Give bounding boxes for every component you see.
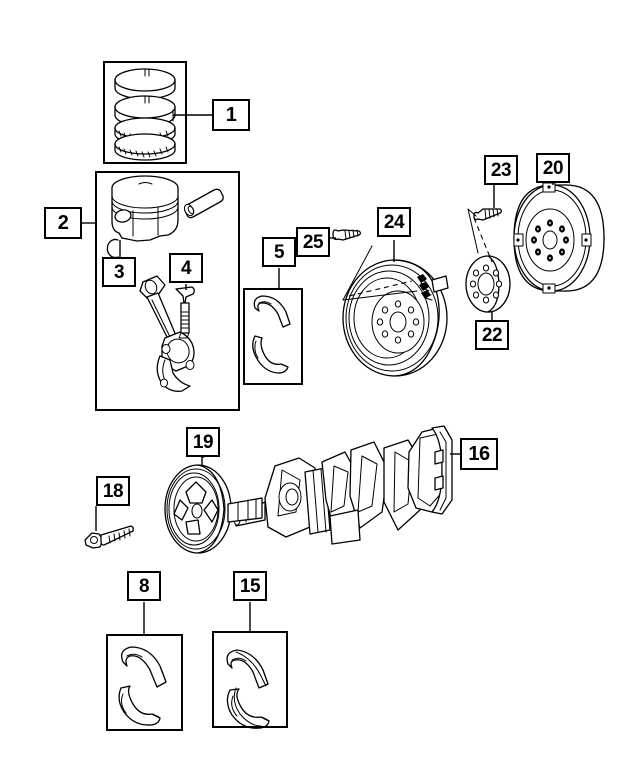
callout-20[interactable]: 20 bbox=[536, 153, 570, 183]
part-main-bearing-halves bbox=[118, 646, 167, 726]
part-flexplate-bolt bbox=[330, 229, 362, 241]
callout-2[interactable]: 2 bbox=[44, 207, 82, 239]
callout-4[interactable]: 4 bbox=[169, 253, 203, 283]
callout-16[interactable]: 16 bbox=[460, 438, 498, 470]
part-flexplate bbox=[342, 245, 449, 377]
part-wrist-pin bbox=[183, 188, 224, 219]
part-damper-bolt bbox=[84, 506, 134, 549]
callout-25[interactable]: 25 bbox=[296, 227, 330, 257]
callout-3[interactable]: 3 bbox=[102, 257, 136, 287]
part-crankshaft bbox=[233, 425, 460, 545]
part-torque-converter-bolt bbox=[467, 185, 503, 263]
callout-1[interactable]: 1 bbox=[212, 99, 250, 131]
frame-ring-set bbox=[103, 61, 187, 164]
part-rod-bearing-halves bbox=[252, 295, 291, 374]
frame-main-bearing bbox=[106, 634, 183, 731]
part-thrust-bearing-halves bbox=[226, 649, 270, 729]
frame-piston-rod bbox=[95, 171, 240, 411]
frame-rod-bearing bbox=[243, 288, 303, 385]
callout-22[interactable]: 22 bbox=[475, 320, 509, 350]
callout-15[interactable]: 15 bbox=[233, 571, 267, 601]
part-drive-plate bbox=[465, 255, 511, 320]
part-torque-converter bbox=[513, 172, 605, 294]
leader-lines bbox=[82, 222, 395, 634]
part-piston-assembly bbox=[106, 175, 224, 392]
callout-23[interactable]: 23 bbox=[484, 155, 518, 185]
callout-8[interactable]: 8 bbox=[127, 571, 161, 601]
callout-18[interactable]: 18 bbox=[96, 476, 130, 506]
callout-5[interactable]: 5 bbox=[262, 237, 296, 267]
part-piston-ring-set bbox=[114, 68, 212, 161]
callout-19[interactable]: 19 bbox=[186, 427, 220, 457]
part-connecting-rod bbox=[139, 275, 195, 392]
part-damper-pulley bbox=[164, 457, 263, 554]
frame-thrust-bearing bbox=[212, 631, 288, 728]
part-connecting-rod-bolt bbox=[175, 286, 195, 339]
callout-24[interactable]: 24 bbox=[377, 207, 411, 237]
